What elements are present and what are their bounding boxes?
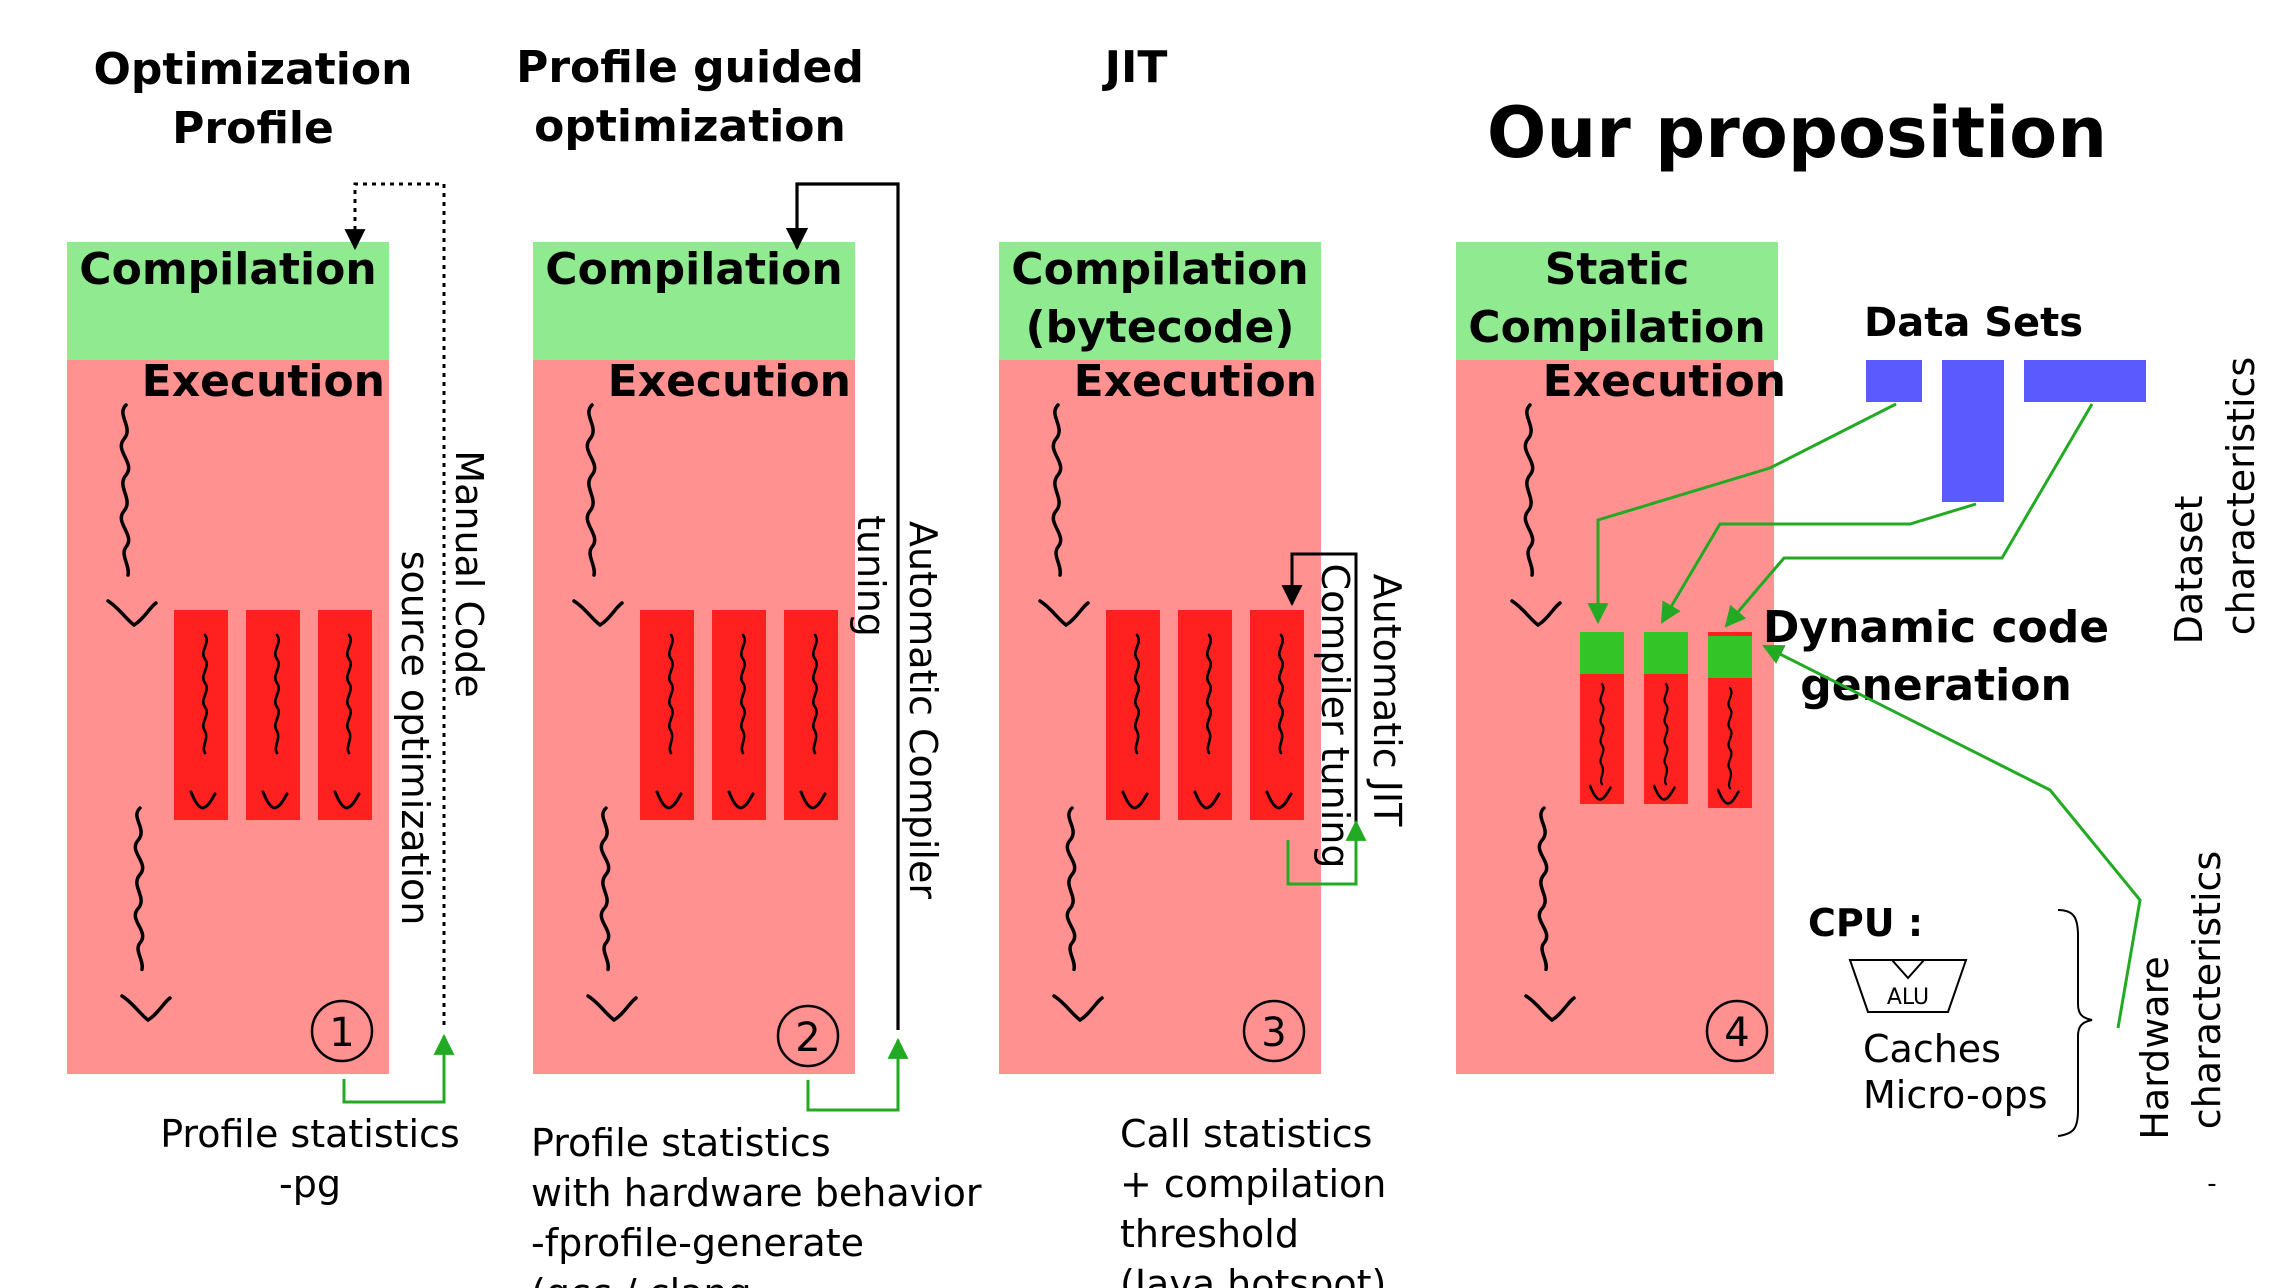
parallel-blocks	[174, 610, 372, 820]
column-optimization-profile: Optimization Profile Compilation Executi…	[67, 44, 491, 1206]
dynamic-code-label: Dynamic code	[1763, 602, 2109, 653]
column-title: JIT	[1102, 42, 1168, 93]
compilation-box	[533, 242, 855, 360]
execution-label: Execution	[1543, 356, 1786, 407]
alu-icon	[1848, 959, 1968, 1013]
stats-label-line2: with hardware behavior	[531, 1171, 982, 1215]
dataset-characteristics-label: Dataset	[2167, 496, 2211, 645]
dataset-arrow-1	[1587, 402, 1897, 625]
column-title-line2: optimization	[534, 101, 846, 152]
stray-mark: -	[2207, 1169, 2216, 1199]
dataset-arrow-3	[1724, 403, 2094, 628]
feedback-label-line2: tuning	[849, 515, 893, 637]
hardware-arrow	[1762, 644, 2142, 1029]
dataset-block-wide	[2024, 360, 2146, 402]
compilation-label: Static	[1545, 244, 1690, 295]
dataset-arrow-2	[1660, 502, 1977, 624]
execution-label: Execution	[608, 356, 851, 407]
profile-stats-arrow	[342, 1033, 455, 1104]
column-profile-guided: Profile guided optimization Compilation …	[516, 42, 982, 1288]
stats-label: Profile statistics	[160, 1112, 460, 1156]
execution-label: Execution	[1074, 356, 1317, 407]
step-badge	[776, 1004, 840, 1068]
stats-label-line3: threshold	[1120, 1212, 1299, 1256]
compilation-label-line2: (bytecode)	[1026, 302, 1295, 353]
codegen-patch	[1708, 636, 1752, 678]
manual-feedback-arrow	[344, 182, 446, 1025]
cpu-brace	[2057, 909, 2093, 1137]
column-jit: JIT Compilation (bytecode) Execution 3 A…	[999, 42, 1409, 1288]
column-title-line2: Profile	[172, 103, 334, 154]
codegen-patch	[1644, 632, 1688, 674]
feedback-label-line2: source optimization	[393, 551, 437, 926]
feedback-label: Manual Code	[447, 450, 491, 697]
step-badge	[310, 999, 374, 1063]
compilation-label: Compilation	[1011, 244, 1308, 295]
jit-feedback-arrow	[1281, 552, 1358, 866]
parallel-blocks	[1106, 610, 1304, 820]
cpu-label: CPU :	[1808, 901, 1923, 945]
alu-label: ALU	[1887, 985, 1929, 1010]
compilation-label: Compilation	[545, 244, 842, 295]
stats-label-line4: (Java hotspot)	[1120, 1262, 1386, 1288]
call-stats-arrow	[1286, 819, 1367, 886]
hardware-characteristics-label: Hardware	[2133, 956, 2177, 1139]
cpu-item-caches: Caches	[1863, 1027, 2001, 1071]
stats-label: Profile statistics	[531, 1121, 831, 1165]
compilation-label: Compilation	[79, 244, 376, 295]
profile-stats-arrow	[806, 1037, 909, 1112]
parallel-blocks	[640, 610, 838, 820]
step-badge	[1705, 999, 1769, 1063]
generated-blocks	[1580, 632, 1752, 808]
dataset-characteristics-label-line2: characteristics	[2219, 357, 2263, 635]
compilation-box	[67, 242, 389, 360]
dataset-block-small	[1866, 360, 1922, 402]
stats-label-line2: -pg	[279, 1162, 341, 1206]
stats-label: Call statistics	[1120, 1112, 1372, 1156]
step-badge	[1242, 999, 1306, 1063]
feedback-label: Automatic JIT	[1365, 574, 1409, 827]
stats-label-line4: (gcc / clang	[531, 1271, 752, 1288]
step-number: 4	[1724, 1010, 1749, 1056]
hardware-characteristics-label-line2: characteristics	[2185, 851, 2229, 1129]
cpu-item-micro-ops: Micro-ops	[1863, 1073, 2048, 1117]
column-title: Optimization	[94, 44, 413, 95]
compilation-box	[999, 242, 1321, 360]
step-number: 1	[329, 1010, 354, 1056]
feedback-label: Automatic Compiler	[901, 521, 945, 899]
compilation-box	[1456, 242, 1778, 360]
codegen-patch	[1580, 632, 1624, 674]
compiler-feedback-arrow	[785, 182, 900, 1030]
column-title: Our proposition	[1487, 92, 2107, 174]
dataset-block-tall	[1942, 360, 2004, 502]
column-our-proposition: Our proposition Static Compilation Execu…	[1456, 92, 2263, 1199]
column-title: Profile guided	[516, 42, 864, 93]
stats-label-line3: -fprofile-generate	[531, 1221, 864, 1265]
step-number: 3	[1261, 1010, 1286, 1056]
feedback-label-line2: Compiler tuning	[1313, 564, 1357, 869]
data-sets-label: Data Sets	[1864, 300, 2083, 346]
stats-label-line2: + compilation	[1120, 1162, 1386, 1206]
step-number: 2	[795, 1015, 820, 1061]
compilation-label-line2: Compilation	[1468, 302, 1765, 353]
execution-label: Execution	[142, 356, 385, 407]
